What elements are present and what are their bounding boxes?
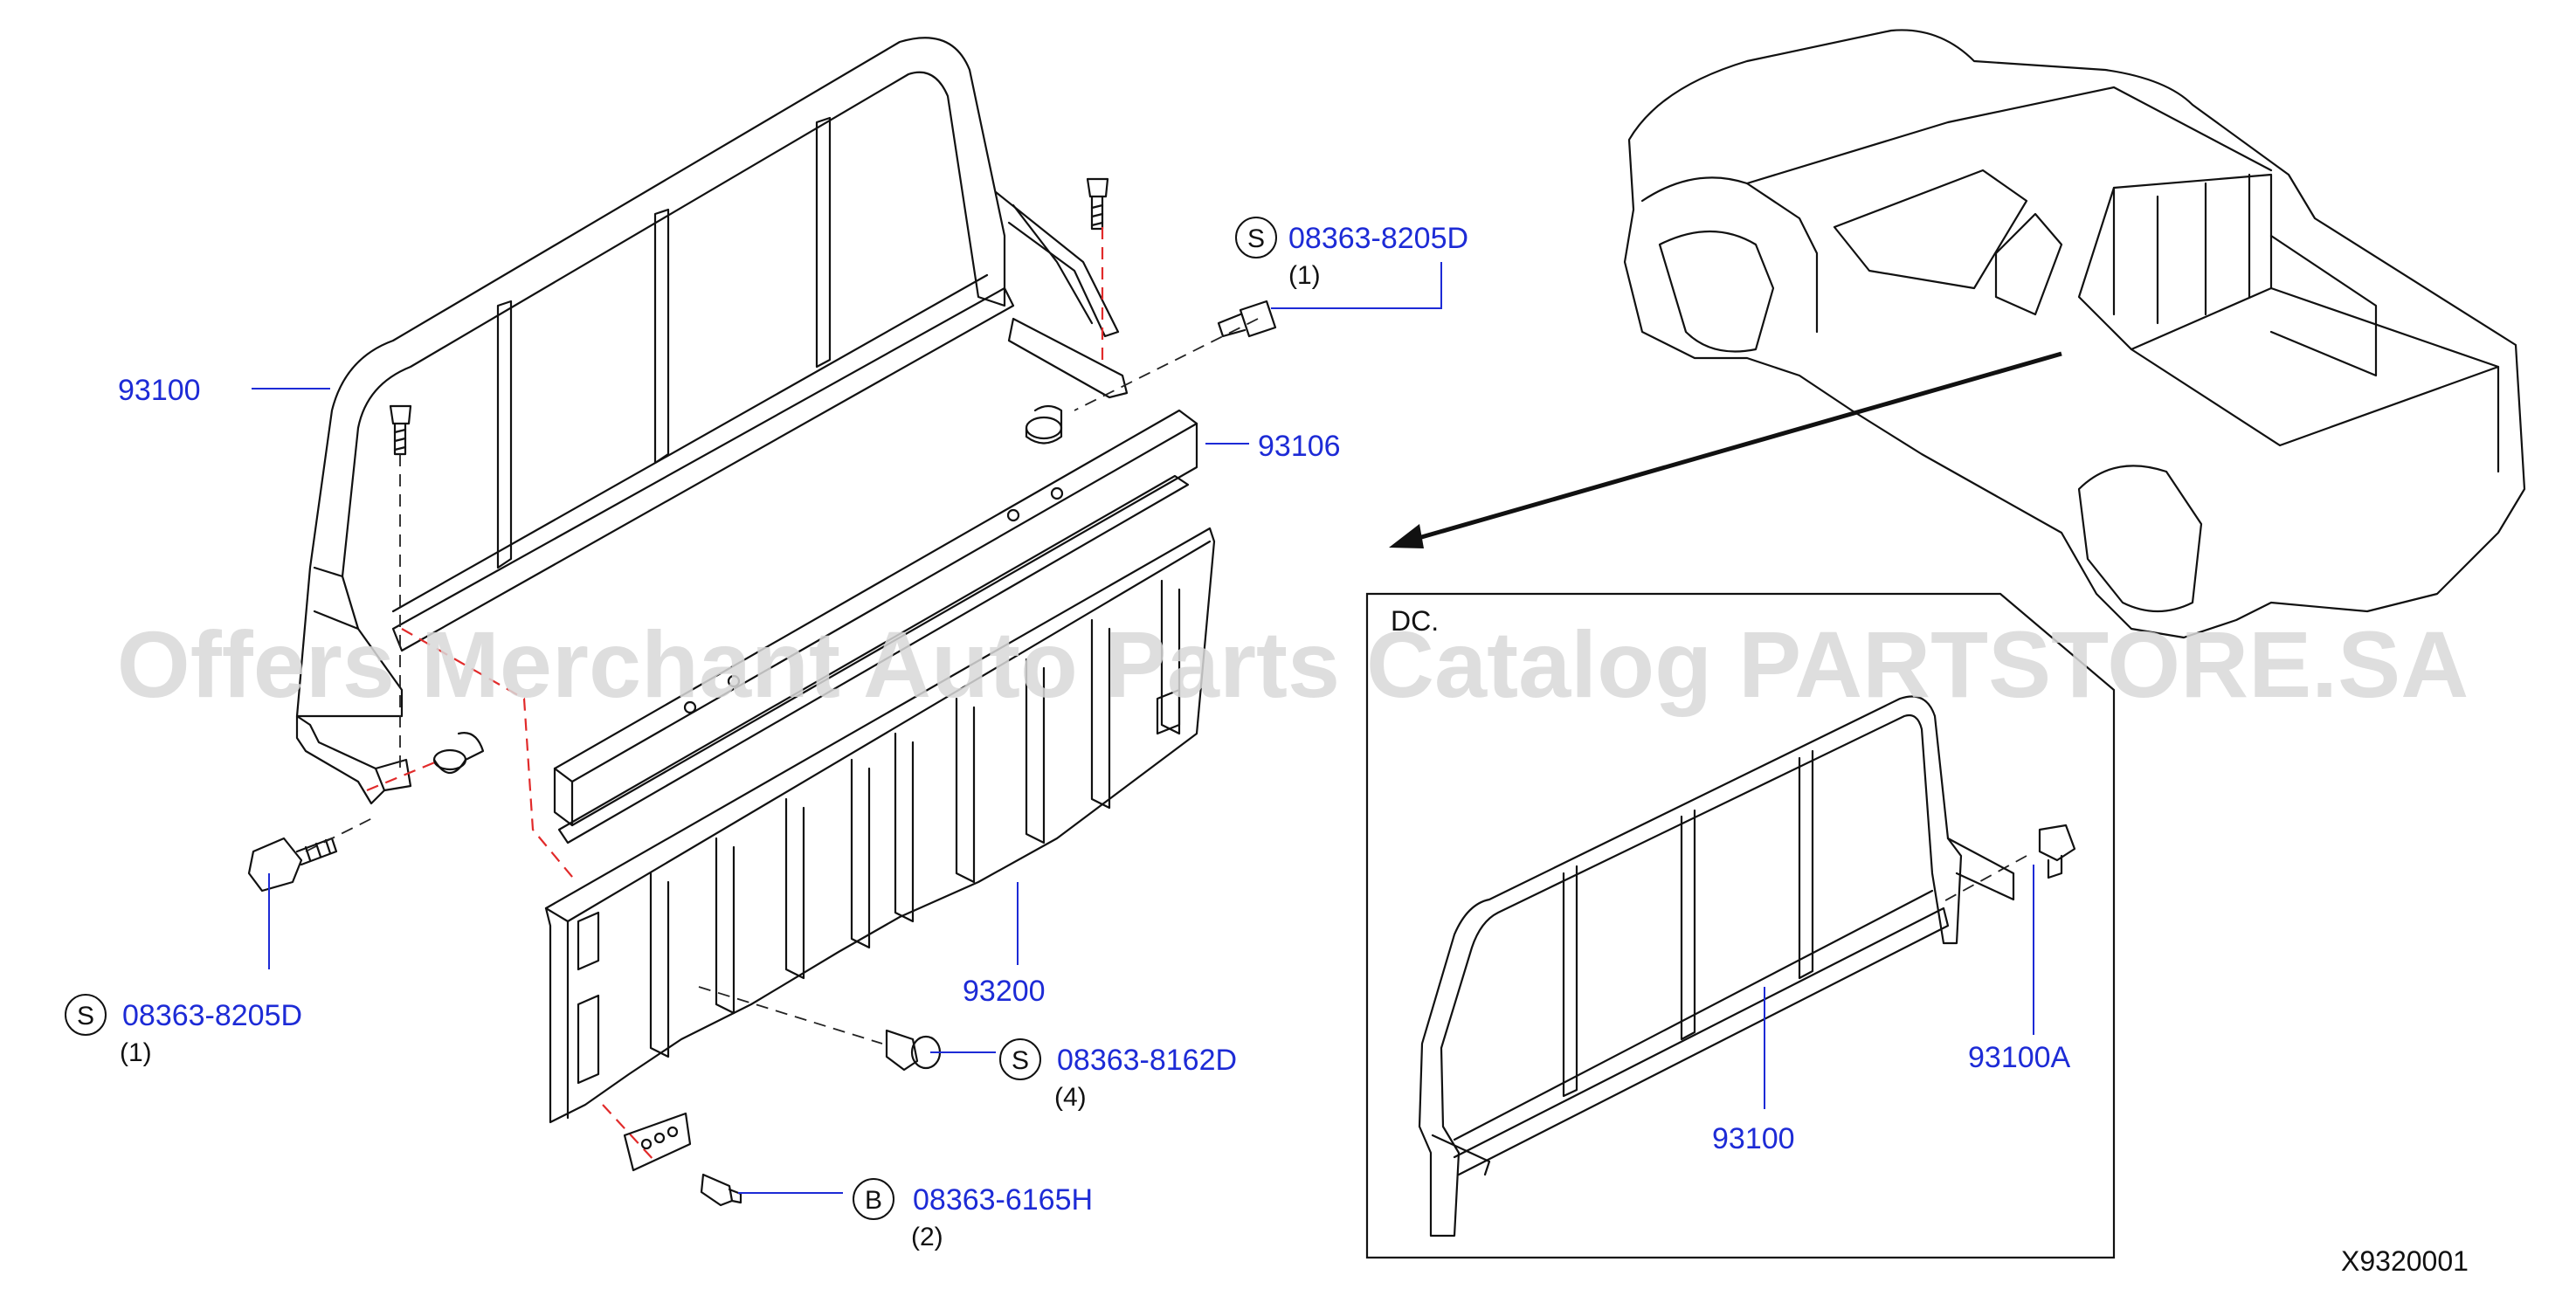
leader-lines — [252, 262, 2034, 1194]
part-number-right-bolt[interactable]: 08363-8205D — [1288, 222, 1468, 255]
callout-93100a-inset[interactable]: 93100A — [1968, 1041, 2071, 1074]
callout-left-bolt[interactable]: S 08363-8205D (1) — [65, 994, 302, 1067]
callout-right-bolt[interactable]: S 08363-8205D (1) — [1235, 217, 1468, 290]
qty-center-bolt: (4) — [1054, 1083, 1087, 1112]
callout-93100-inset[interactable]: 93100 — [1712, 1122, 1795, 1155]
callout-93106[interactable]: 93106 — [1258, 430, 1341, 463]
part-number-bottom-bolt[interactable]: 08363-6165H — [913, 1183, 1093, 1217]
part-number-center-bolt[interactable]: 08363-8162D — [1057, 1044, 1237, 1077]
callout-93200[interactable]: 93200 — [963, 975, 1046, 1008]
qty-bottom-bolt: (2) — [911, 1223, 943, 1251]
left-hex-bolt-icon — [247, 837, 338, 893]
bottom-bolt-icon — [700, 1173, 742, 1207]
qty-right-bolt: (1) — [1288, 261, 1321, 290]
diagram-code: X9320001 — [2341, 1245, 2469, 1277]
center-flange-bolt-icon — [885, 1029, 942, 1072]
inset-label: DC. — [1391, 605, 1439, 637]
symbol-s-right: S — [1247, 224, 1265, 253]
bed-panel-illustration — [544, 527, 1216, 1124]
alignment-lines — [305, 227, 2027, 1162]
top-left-bolt-icon — [389, 404, 412, 456]
detail-arrow — [1405, 351, 2062, 544]
part-number-left-bolt[interactable]: 08363-8205D — [122, 999, 302, 1032]
symbol-s-left: S — [77, 1002, 94, 1031]
right-hex-bolt-icon — [1217, 300, 1277, 338]
left-collar-icon — [432, 732, 485, 775]
bottom-bracket-icon — [623, 1112, 692, 1172]
callout-center-bolt[interactable]: S 08363-8162D (4) — [999, 1038, 1237, 1112]
pickup-truck-illustration — [1623, 29, 2526, 639]
inset-bolt-icon — [2038, 824, 2076, 879]
symbol-b-bottom: B — [865, 1186, 882, 1215]
watermark-text: Offers Merchant Auto Parts Catalog PARTS… — [117, 611, 2469, 717]
rail-illustration — [553, 409, 1198, 844]
callout-bottom-bolt[interactable]: B 08363-6165H (2) — [853, 1178, 1093, 1251]
callout-93100-main[interactable]: 93100 — [118, 374, 201, 407]
top-right-bolt-icon — [1086, 177, 1109, 231]
right-collar-icon — [1025, 404, 1063, 445]
inset-frame — [1365, 592, 2116, 1259]
inset-headboard-illustration — [1418, 695, 2015, 1237]
qty-left-bolt: (1) — [120, 1038, 152, 1067]
detail-arrow-head — [1389, 524, 1424, 548]
symbol-s-center: S — [1012, 1046, 1029, 1075]
